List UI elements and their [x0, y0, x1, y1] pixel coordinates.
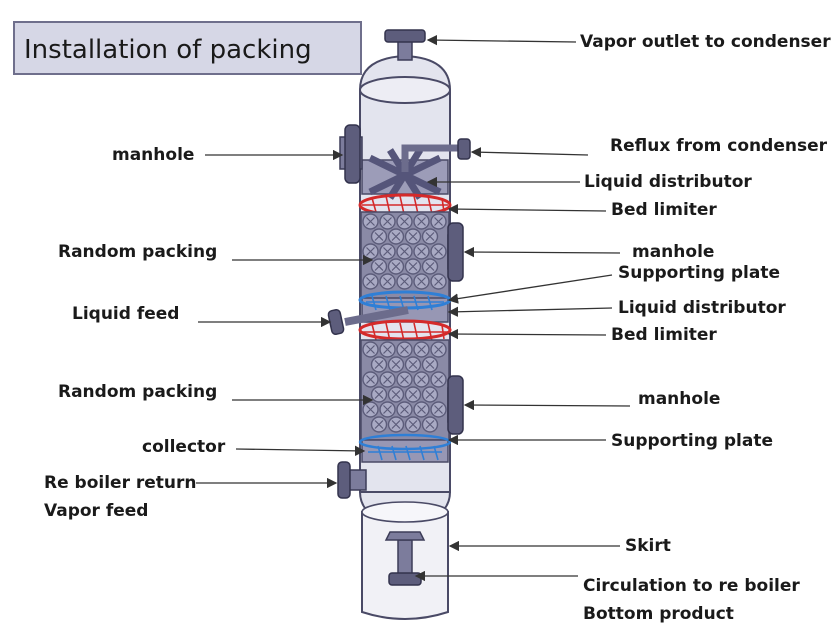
- label-liquid-feed: Liquid feed: [72, 304, 179, 324]
- packing-ring-cross: [408, 390, 418, 399]
- packing-ring-cross: [391, 390, 401, 399]
- label-vapor-outlet: Vapor outlet to condenser: [580, 32, 831, 52]
- label-liquid-distributor-top: Liquid distributor: [584, 172, 752, 192]
- packing-ring-cross: [374, 360, 384, 369]
- label-manhole-left: manhole: [112, 145, 194, 165]
- packing-ring-cross: [366, 217, 375, 226]
- left-leader-lines: [196, 149, 374, 489]
- label-skirt: Skirt: [625, 536, 671, 556]
- packing-ring-cross: [383, 345, 392, 354]
- label-supporting-plate-2: Supporting plate: [611, 431, 773, 451]
- packing-ring-cross: [425, 232, 435, 241]
- liquid-feed-flange: [327, 309, 345, 335]
- packing-ring-cross: [434, 345, 443, 354]
- packing-ring-cross: [366, 277, 375, 286]
- label-liquid-distributor-mid: Liquid distributor: [618, 298, 786, 318]
- packing-ring-cross: [417, 277, 426, 286]
- packing-ring-cross: [417, 405, 426, 414]
- packing-ring-cross: [408, 420, 418, 429]
- vapor-outlet-neck: [397, 39, 413, 61]
- label-random-packing-1: Random packing: [58, 242, 217, 262]
- packing-ring-cross: [391, 360, 401, 369]
- label-random-packing-2: Random packing: [58, 382, 217, 402]
- packing-ring-cross: [383, 277, 392, 286]
- packing-ring-cross: [400, 345, 409, 354]
- bottom-outlet-reducer: [384, 531, 426, 541]
- title-box: [13, 21, 362, 75]
- packing-rings-upper: [362, 213, 447, 290]
- packing-ring-cross: [417, 247, 426, 256]
- label-bed-limiter-top: Bed limiter: [611, 200, 717, 220]
- label-reflux: Reflux from condenser: [610, 136, 828, 156]
- label-supporting-plate-1: Supporting plate: [618, 263, 780, 283]
- label-reboiler-return: Re boiler return: [44, 473, 197, 493]
- packing-ring-cross: [383, 375, 392, 384]
- packing-ring-cross: [408, 262, 418, 271]
- packing-ring-cross: [434, 277, 443, 286]
- packing-ring-cross: [366, 247, 375, 256]
- packing-ring-cross: [400, 217, 409, 226]
- packing-ring-cross: [425, 390, 435, 399]
- diagram-title: Installation of packing: [24, 35, 312, 65]
- packing-ring-cross: [391, 420, 401, 429]
- packing-ring-cross: [374, 390, 384, 399]
- packing-ring-cross: [434, 247, 443, 256]
- packing-ring-cross: [366, 405, 375, 414]
- packing-ring-cross: [434, 375, 443, 384]
- skirt-rim: [361, 501, 449, 523]
- packing-column: [327, 29, 471, 620]
- label-vapor-feed: Vapor feed: [44, 501, 148, 521]
- packing-rings-lower: [362, 341, 447, 433]
- packing-ring-cross: [400, 405, 409, 414]
- label-manhole-right-1: manhole: [632, 242, 714, 262]
- packing-ring-cross: [366, 375, 375, 384]
- label-bed-limiter-mid: Bed limiter: [611, 325, 717, 345]
- packing-ring-cross: [366, 345, 375, 354]
- packing-ring-cross: [374, 262, 384, 271]
- packing-ring-cross: [417, 375, 426, 384]
- packing-ring-cross: [391, 262, 401, 271]
- top-left-manhole-cover: [344, 124, 361, 184]
- packing-ring-cross: [425, 262, 435, 271]
- label-circulation: Circulation to re boiler: [583, 576, 800, 596]
- lower-right-manhole-cover: [447, 375, 464, 435]
- label-manhole-right-2: manhole: [638, 389, 720, 409]
- packing-ring-cross: [374, 420, 384, 429]
- bottom-outlet-flange: [388, 572, 422, 586]
- packing-ring-cross: [408, 360, 418, 369]
- right-leader-lines: [414, 34, 631, 582]
- vapor-outlet-flange: [384, 29, 426, 43]
- liquid-feed-pipe: [344, 306, 409, 326]
- packing-ring-cross: [391, 232, 401, 241]
- reboiler-return-flange: [337, 461, 351, 499]
- packing-ring-cross: [425, 360, 435, 369]
- packing-ring-cross: [400, 277, 409, 286]
- packing-ring-cross: [383, 405, 392, 414]
- label-collector: collector: [142, 437, 226, 457]
- packing-ring-cross: [374, 232, 384, 241]
- bottom-outlet-pipe: [397, 539, 413, 577]
- upper-right-manhole-cover: [447, 222, 464, 282]
- packing-ring-cross: [408, 232, 418, 241]
- top-head-ring: [359, 76, 451, 104]
- packing-ring-cross: [434, 405, 443, 414]
- packing-ring-cross: [383, 217, 392, 226]
- packing-ring-cross: [400, 247, 409, 256]
- packing-ring-cross: [400, 375, 409, 384]
- packing-ring-cross: [383, 247, 392, 256]
- packing-ring-cross: [417, 217, 426, 226]
- label-bottom-product: Bottom product: [583, 604, 734, 624]
- packing-ring-cross: [434, 217, 443, 226]
- reflux-nozzle: [457, 138, 471, 160]
- packing-ring-cross: [417, 345, 426, 354]
- packing-ring-cross: [425, 420, 435, 429]
